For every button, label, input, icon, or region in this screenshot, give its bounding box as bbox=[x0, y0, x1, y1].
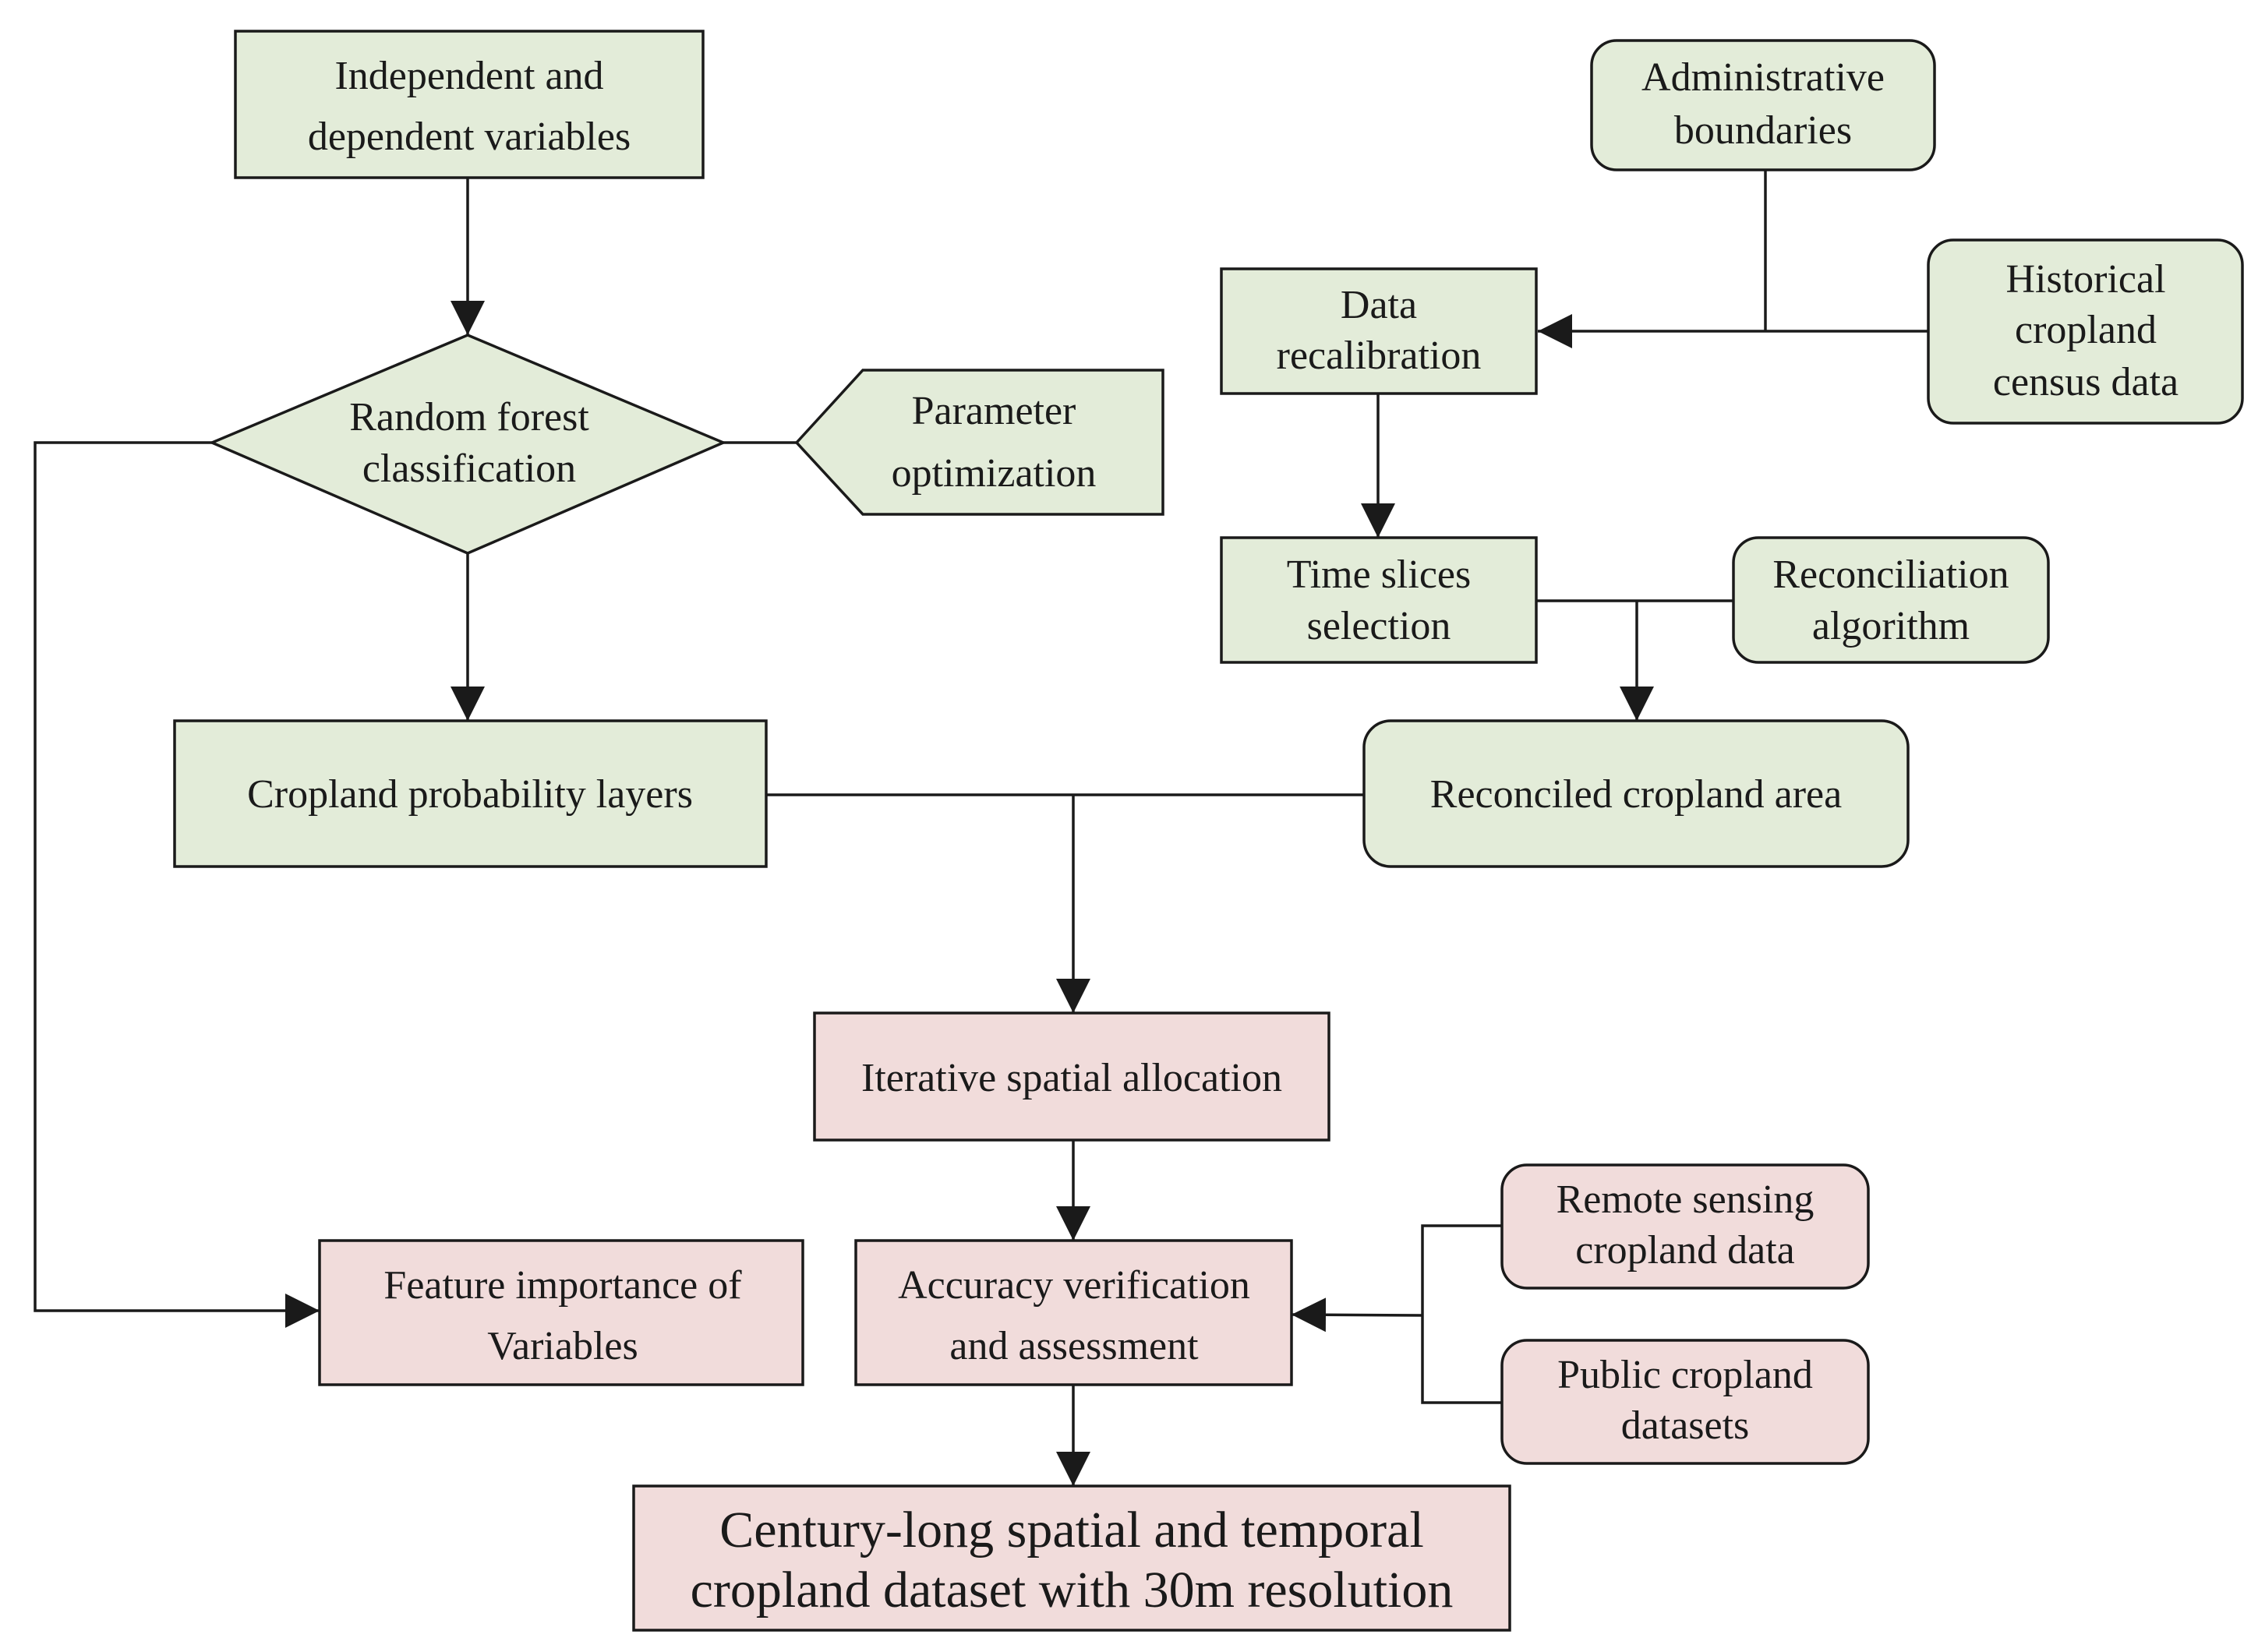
node-random-forest: Random forest classification bbox=[208, 334, 727, 555]
edge-rf-to-feature-importance bbox=[34, 441, 320, 1328]
edge-reference-bracket bbox=[1421, 1224, 1502, 1404]
node-text: recalibration bbox=[1277, 334, 1482, 378]
node-text: Historical bbox=[2005, 257, 2165, 302]
node-text: datasets bbox=[1621, 1403, 1750, 1448]
node-iterative-allocation: Iterative spatial allocation bbox=[813, 1011, 1330, 1142]
node-final-dataset-box bbox=[632, 1484, 1511, 1632]
node-parameter-optimization: Parameter optimization bbox=[794, 369, 1164, 516]
node-data-recalibration: Data recalibration bbox=[1220, 267, 1538, 395]
node-iterative-allocation-box bbox=[813, 1011, 1330, 1142]
node-text: Cropland probability layers bbox=[247, 772, 693, 817]
node-cropland-probability: Cropland probability layers bbox=[173, 719, 768, 868]
node-text: dependent variables bbox=[308, 115, 631, 159]
node-text: Reconciled cropland area bbox=[1430, 772, 1842, 817]
node-text: census data bbox=[1993, 360, 2178, 404]
node-text: Variables bbox=[487, 1324, 638, 1368]
node-feature-importance: Feature importance of Variables bbox=[318, 1239, 804, 1386]
node-accuracy-verification: Accuracy verification and assessment bbox=[854, 1239, 1293, 1386]
node-text: Data bbox=[1341, 283, 1417, 327]
node-text: Random forest bbox=[349, 395, 589, 439]
node-accuracy-verification-box bbox=[854, 1239, 1293, 1386]
node-independent-variables: Independent and dependent variables bbox=[234, 30, 705, 179]
node-text: Iterative spatial allocation bbox=[861, 1056, 1282, 1100]
node-text: Remote sensing bbox=[1557, 1177, 1815, 1222]
node-text: Independent and bbox=[334, 54, 603, 98]
connectors bbox=[34, 170, 1928, 1486]
node-remote-sensing: Remote sensing cropland data bbox=[1500, 1163, 1870, 1290]
node-time-slices-box bbox=[1220, 536, 1538, 664]
node-cropland-probability-box bbox=[173, 719, 768, 868]
node-final-dataset: Century-long spatial and temporal cropla… bbox=[632, 1484, 1511, 1632]
node-historical-census-box bbox=[1927, 238, 2244, 425]
node-public-datasets-box bbox=[1500, 1339, 1870, 1465]
node-text: and assessment bbox=[949, 1324, 1199, 1368]
node-text: cropland bbox=[2015, 308, 2157, 352]
node-random-forest-diamond bbox=[208, 334, 727, 555]
node-data-recalibration-box bbox=[1220, 267, 1538, 395]
node-historical-census: Historical cropland census data bbox=[1927, 238, 2244, 425]
node-text: cropland data bbox=[1575, 1228, 1795, 1273]
node-text: Public cropland bbox=[1557, 1353, 1813, 1397]
node-reconciled-area: Reconciled cropland area bbox=[1362, 719, 1910, 868]
node-text: Feature importance of bbox=[383, 1263, 742, 1308]
node-administrative-boundaries: Administrative boundaries bbox=[1590, 39, 1936, 171]
node-text: Century-long spatial and temporal bbox=[719, 1502, 1424, 1558]
node-text: cropland dataset with 30m resolution bbox=[691, 1562, 1454, 1618]
node-reconciliation-algorithm: Reconciliation algorithm bbox=[1732, 536, 2050, 664]
node-public-datasets: Public cropland datasets bbox=[1500, 1339, 1870, 1465]
node-administrative-boundaries-box bbox=[1590, 39, 1936, 171]
node-text: Reconciliation bbox=[1772, 552, 2009, 597]
node-text: Accuracy verification bbox=[898, 1263, 1250, 1308]
node-remote-sensing-box bbox=[1500, 1163, 1870, 1290]
node-text: selection bbox=[1307, 604, 1451, 648]
node-text: boundaries bbox=[1674, 108, 1852, 153]
node-independent-variables-box bbox=[234, 30, 705, 179]
node-reconciliation-algorithm-box bbox=[1732, 536, 2050, 664]
node-text: algorithm bbox=[1812, 604, 1970, 648]
node-text: Parameter bbox=[912, 389, 1076, 433]
node-feature-importance-box bbox=[318, 1239, 804, 1386]
node-text: Administrative bbox=[1641, 55, 1885, 100]
node-text: optimization bbox=[892, 451, 1097, 496]
node-text: classification bbox=[362, 447, 576, 491]
node-reconciled-area-box bbox=[1362, 719, 1910, 868]
node-text: Time slices bbox=[1287, 552, 1471, 597]
node-time-slices: Time slices selection bbox=[1220, 536, 1538, 664]
node-parameter-optimization-shape bbox=[794, 369, 1164, 516]
